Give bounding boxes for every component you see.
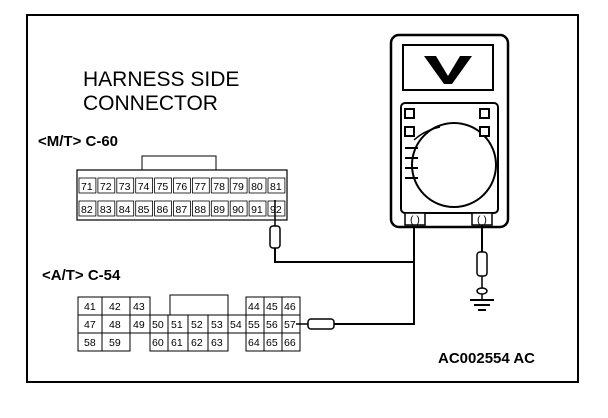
mt-pin-cell <box>229 200 248 217</box>
mt-pin-91: 91 <box>251 204 263 216</box>
at-pin-46: 46 <box>284 301 296 313</box>
at-pin-65: 65 <box>266 337 278 349</box>
mt-pin-85: 85 <box>138 204 150 216</box>
meter-dial <box>411 122 497 208</box>
mt-pin-cell <box>135 177 153 194</box>
at-connector: 41 42 43 47 48 49 58 59 50 51 52 53 60 6… <box>77 294 301 352</box>
svg-text:( ): ( ) <box>410 214 420 226</box>
at-pin-53: 53 <box>211 319 223 331</box>
at-pin-43: 43 <box>133 301 145 313</box>
meter-display-v-symbol <box>424 56 472 84</box>
mt-pin-90: 90 <box>232 204 244 216</box>
ground-symbol-icon <box>470 299 494 311</box>
mt-pin-cell <box>173 200 191 217</box>
at-pin-50: 50 <box>152 319 164 331</box>
figure-code: AC002554 AC <box>438 350 535 367</box>
mt-pin-cell <box>267 200 286 217</box>
mt-pin-cell <box>173 177 191 194</box>
at-pin-62: 62 <box>191 337 203 349</box>
mt-pin-cell <box>154 200 172 217</box>
mt-connector-latch <box>141 155 217 171</box>
at-pin-61: 61 <box>171 337 183 349</box>
at-pin-58: 58 <box>84 337 96 349</box>
mt-pin-cell <box>229 177 248 194</box>
mt-pin-cell <box>248 200 267 217</box>
mt-pin-81: 81 <box>270 181 282 193</box>
probe-mt <box>269 200 414 263</box>
mt-pin-cell <box>210 200 229 217</box>
mt-pin-cell <box>267 177 286 194</box>
mt-pin-cell <box>97 177 116 194</box>
mt-pin-cell <box>248 177 267 194</box>
at-connector-label: <A/T> C-54 <box>42 267 121 284</box>
voltmeter: ( ) ( ) <box>389 33 510 229</box>
mt-pin-cell <box>154 177 172 194</box>
mt-pin-86: 86 <box>157 204 169 216</box>
mt-pin-80: 80 <box>251 181 263 193</box>
at-pin-41: 41 <box>84 301 96 313</box>
at-pin-64: 64 <box>248 337 260 349</box>
mt-pin-77: 77 <box>194 181 206 193</box>
mt-pin-72: 72 <box>100 181 112 193</box>
mt-pin-cell <box>97 200 116 217</box>
at-pin-48: 48 <box>109 319 121 331</box>
mt-pin-cell <box>210 177 229 194</box>
header-line-1: HARNESS SIDE <box>83 68 239 91</box>
mt-pin-cell <box>78 200 97 217</box>
at-pin-55: 55 <box>248 319 260 331</box>
mt-connector-label: <M/T> C-60 <box>38 133 118 150</box>
mt-pin-71: 71 <box>81 181 93 193</box>
at-pin-52: 52 <box>191 319 203 331</box>
meter-display <box>402 44 494 91</box>
svg-text:( ): ( ) <box>477 214 487 226</box>
mt-connector-body <box>76 169 288 221</box>
mt-pin-78: 78 <box>213 181 225 193</box>
at-pin-45: 45 <box>266 301 278 313</box>
at-pin-49: 49 <box>133 319 145 331</box>
at-pin-57: 57 <box>284 319 296 331</box>
mt-pin-92: 92 <box>270 204 282 216</box>
mt-pin-cell <box>191 177 210 194</box>
at-pin-51: 51 <box>171 319 183 331</box>
at-pin-66: 66 <box>284 337 296 349</box>
mt-pin-73: 73 <box>119 181 131 193</box>
mt-pin-82: 82 <box>81 204 93 216</box>
mt-pin-89: 89 <box>213 204 225 216</box>
at-pin-59: 59 <box>109 337 121 349</box>
mt-connector: 71 72 73 74 75 76 77 78 79 80 81 82 83 84 85 86 87 88 89 9… <box>76 155 288 221</box>
at-pin-63: 63 <box>211 337 223 349</box>
header-line-2: CONNECTOR <box>83 92 218 115</box>
mt-pin-84: 84 <box>119 204 131 216</box>
mt-pin-75: 75 <box>157 181 169 193</box>
at-pin-60: 60 <box>152 337 164 349</box>
at-pin-42: 42 <box>109 301 121 313</box>
mt-pin-79: 79 <box>232 181 244 193</box>
mt-pin-cell <box>78 177 97 194</box>
mt-pin-cell <box>116 200 135 217</box>
mt-pin-83: 83 <box>100 204 112 216</box>
diagram-border <box>26 14 579 383</box>
mt-pin-cell <box>135 200 153 217</box>
at-pin-47: 47 <box>84 319 96 331</box>
mt-pin-87: 87 <box>176 204 188 216</box>
probe-at <box>296 218 415 330</box>
mt-pin-88: 88 <box>194 204 206 216</box>
mt-pin-76: 76 <box>176 181 188 193</box>
at-pin-56: 56 <box>266 319 278 331</box>
at-pin-44: 44 <box>248 301 260 313</box>
mt-pin-cell <box>116 177 135 194</box>
at-pin-54: 54 <box>230 319 242 331</box>
ground-probe <box>470 225 494 311</box>
mt-pin-74: 74 <box>138 181 150 193</box>
mt-pin-cell <box>191 200 210 217</box>
